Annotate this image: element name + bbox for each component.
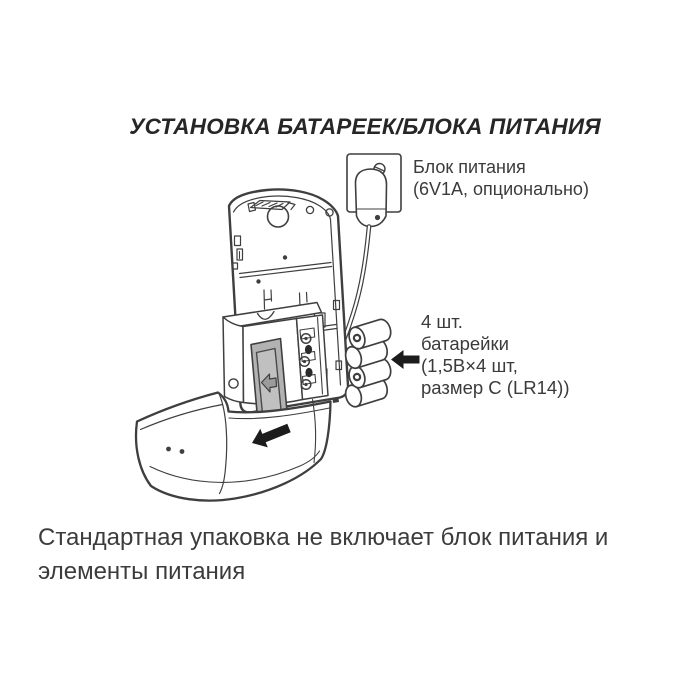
batteries-callout-line4: размер C (LR14)) — [421, 377, 570, 398]
footer-note-line1: Стандартная упаковка не включает блок пи… — [38, 524, 609, 551]
power-supply-callout-line2: (6V1A, опционально) — [413, 179, 589, 199]
c-cell-battery-stack — [344, 318, 392, 408]
page-title: УСТАНОВКА БАТАРЕЕК/БЛОКА ПИТАНИЯ — [129, 114, 601, 139]
latch-clip — [247, 199, 296, 213]
footer-note-line2: элементы питания — [38, 557, 246, 585]
power-supply-callout: Блок питания (6V1A, опционально) — [413, 156, 589, 200]
batteries-callout: 4 шт. батарейки (1,5В×4 шт, размер C (LR… — [421, 311, 570, 399]
slide-cover-arrow — [252, 423, 291, 448]
batteries-callout-line3: (1,5В×4 шт, — [421, 355, 518, 376]
bottom-cover-shell — [134, 391, 332, 502]
battery-contacts — [295, 314, 329, 401]
pump-module — [222, 301, 329, 425]
batteries-callout-line2: батарейки — [421, 333, 509, 354]
cover-arrow-glyph — [260, 373, 278, 393]
insert-batteries-arrow — [391, 350, 420, 369]
power-plug-icon — [354, 168, 388, 228]
power-supply-callout-line1: Блок питания — [413, 157, 526, 177]
footer-note: Стандартная упаковка не включает блок пи… — [38, 521, 608, 588]
battery-cover-panel — [250, 337, 289, 425]
batteries-callout-line1: 4 шт. — [421, 311, 463, 332]
